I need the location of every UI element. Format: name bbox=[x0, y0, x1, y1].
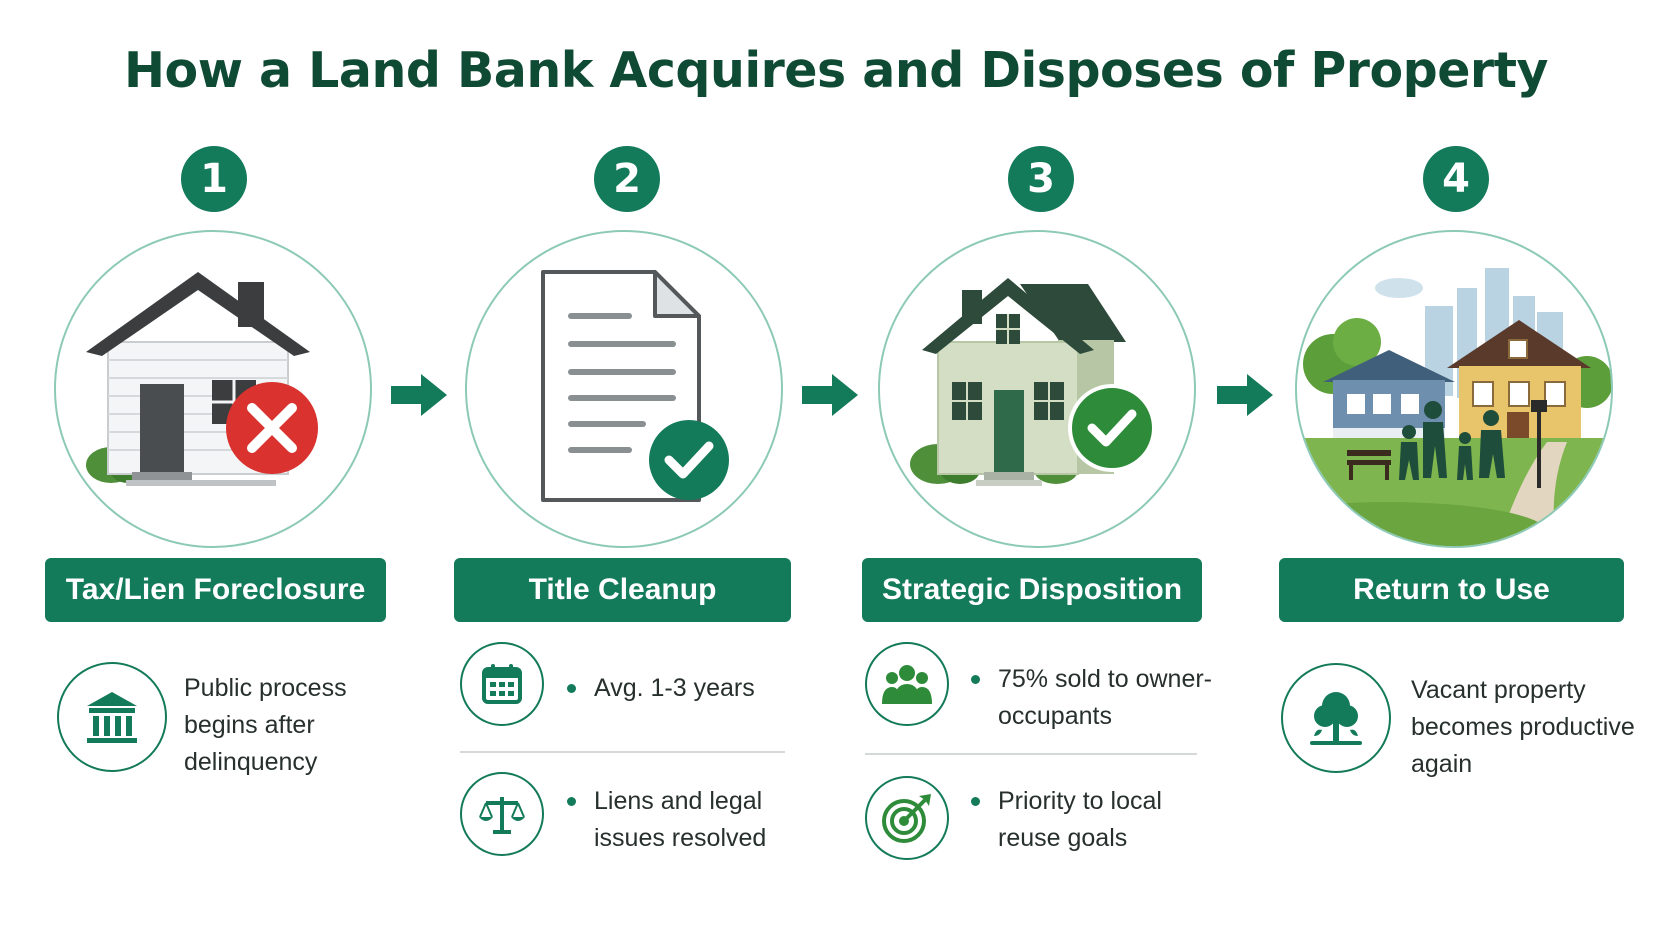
bullet bbox=[567, 797, 576, 806]
feature-text: 75% sold to owner-occupants bbox=[998, 665, 1213, 730]
arrow-right-icon bbox=[1217, 374, 1273, 416]
people-icon bbox=[865, 642, 949, 726]
feature-text: Public process begins after delinquency bbox=[184, 674, 347, 776]
step-label: Return to Use bbox=[1279, 558, 1624, 622]
target-icon bbox=[865, 776, 949, 860]
feature-text: Priority to local reuse goals bbox=[998, 787, 1162, 852]
feature-text: Liens and legal issues resolved bbox=[594, 787, 767, 852]
bullet bbox=[567, 684, 576, 693]
courthouse-icon bbox=[57, 662, 167, 772]
step-number-badge: 2 bbox=[594, 146, 660, 212]
step-number-badge: 3 bbox=[1008, 146, 1074, 212]
neighborhood-scene-icon bbox=[1295, 230, 1613, 548]
bullet bbox=[971, 675, 980, 684]
step-number-badge: 4 bbox=[1423, 146, 1489, 212]
house-with-x-icon bbox=[54, 230, 372, 548]
divider bbox=[460, 751, 785, 753]
page-title: How a Land Bank Acquires and Disposes of… bbox=[124, 42, 1548, 99]
step-number-badge: 1 bbox=[181, 146, 247, 212]
scales-icon bbox=[460, 772, 544, 856]
step-label: Title Cleanup bbox=[454, 558, 791, 622]
feature-text: Avg. 1-3 years bbox=[594, 674, 755, 702]
feature-text: Vacant property becomes productive again bbox=[1411, 676, 1635, 778]
document-check-icon bbox=[465, 230, 783, 548]
arrow-right-icon bbox=[802, 374, 858, 416]
arrow-right-icon bbox=[391, 374, 447, 416]
step-label: Tax/Lien Foreclosure bbox=[45, 558, 386, 622]
bullet bbox=[971, 797, 980, 806]
divider bbox=[865, 753, 1197, 755]
step-label: Strategic Disposition bbox=[862, 558, 1202, 622]
house-check-icon bbox=[878, 230, 1196, 548]
calendar-icon bbox=[460, 642, 544, 726]
tree-icon bbox=[1281, 663, 1391, 773]
